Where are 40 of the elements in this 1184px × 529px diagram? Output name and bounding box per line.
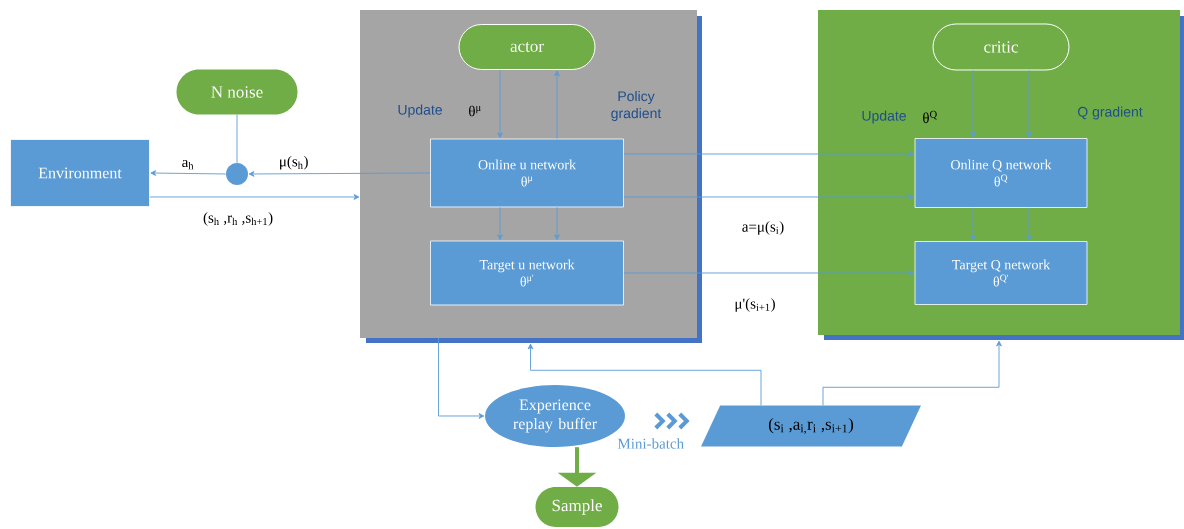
arrow <box>149 194 360 200</box>
edge-label: a$_{h}$ <box>180 158 196 171</box>
arrow <box>497 206 503 241</box>
formula-label: a=μ(s$_{i}$) <box>742 221 784 235</box>
arrow <box>527 343 762 406</box>
arrow <box>822 340 1002 406</box>
noise-pill: N noise <box>176 69 298 115</box>
network-box: Online Q network θ$^{Q}$ <box>914 138 1088 208</box>
arrow <box>1026 70 1032 138</box>
formula-label: μ'(s$_{i+1}$) <box>735 298 775 312</box>
parameter-label: θ$^{μ}$ <box>469 105 481 117</box>
annotation-text: Update <box>398 104 442 118</box>
network-box: Target u network θ$^{μ'}$ <box>430 240 624 306</box>
arrow <box>623 270 915 276</box>
arrow <box>623 151 915 157</box>
arrow <box>623 194 915 200</box>
annotation-text: Update <box>862 110 906 124</box>
tuple-parallelogram: (s$_{i}$ ,a$_{i,}$r$_{i}$ ,s$_{i+1}$) <box>701 405 921 447</box>
annotation-text: Q gradient <box>1077 106 1143 120</box>
arrow <box>554 70 560 140</box>
arrow <box>554 206 560 241</box>
sample-pill: Sample <box>535 487 619 527</box>
network-box: Target Q network θ$^{Q'}$ <box>914 241 1088 305</box>
critic-pill: critic <box>932 23 1070 71</box>
environment-box: Environment <box>10 139 150 207</box>
actor-pill: actor <box>458 24 596 70</box>
arrow <box>150 170 227 176</box>
arrow <box>248 171 431 177</box>
network-box: Online u network θ$^{μ}$ <box>430 138 624 208</box>
arrow <box>438 337 485 419</box>
junction-dot <box>226 163 248 185</box>
arrow <box>970 70 976 138</box>
arrow <box>970 207 976 241</box>
chevron-arrow <box>653 412 690 430</box>
annotation-text: Policy gradient <box>611 90 662 121</box>
parameter-label: θ$^{Q}$ <box>923 110 937 124</box>
arrow <box>497 69 503 139</box>
arrow <box>1026 207 1032 241</box>
edge-label: (s$_{h}$ ,r$_{h}$ ,s$_{h+1}$) <box>202 211 275 227</box>
edge-label: μ(s$_{h}$) <box>277 154 310 171</box>
